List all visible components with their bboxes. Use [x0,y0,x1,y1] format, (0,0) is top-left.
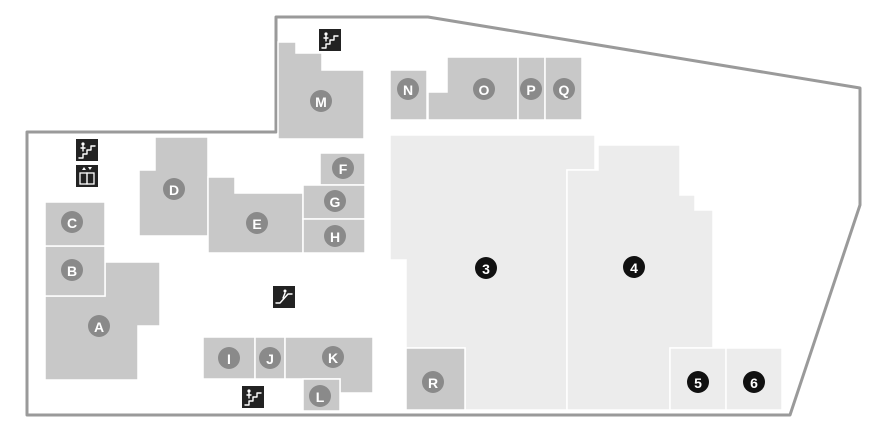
svg-text:5: 5 [694,375,702,391]
badge-B[interactable]: B [61,259,83,281]
svg-text:J: J [266,351,274,367]
svg-text:O: O [479,82,490,98]
svg-text:I: I [227,351,231,367]
badge-Q[interactable]: Q [553,78,575,100]
badge-R[interactable]: R [422,371,444,393]
svg-text:A: A [94,319,104,335]
badge-K[interactable]: K [322,346,344,368]
svg-text:6: 6 [750,375,758,391]
svg-text:P: P [526,82,535,98]
svg-text:D: D [169,182,179,198]
stairs-icon [242,386,264,408]
badge-M[interactable]: M [310,90,332,112]
svg-text:L: L [316,389,325,405]
badge-anchor-4[interactable]: 4 [623,256,645,278]
badge-C[interactable]: C [61,211,83,233]
badge-L[interactable]: L [309,385,331,407]
svg-text:R: R [428,375,438,391]
badge-P[interactable]: P [520,78,542,100]
stairs-icon [76,139,98,161]
svg-text:N: N [403,82,413,98]
badge-A[interactable]: A [88,315,110,337]
stairs-icon [319,29,341,51]
escalator-icon [273,286,295,308]
badge-D[interactable]: D [163,178,185,200]
badge-E[interactable]: E [246,212,268,234]
svg-text:K: K [328,350,338,366]
badge-O[interactable]: O [473,78,495,100]
svg-text:4: 4 [630,260,638,276]
svg-text:3: 3 [482,261,490,277]
svg-text:M: M [315,94,327,110]
svg-text:Q: Q [559,82,570,98]
badge-I[interactable]: I [218,347,240,369]
elevator-icon [76,165,98,187]
svg-text:E: E [252,216,261,232]
badge-anchor-3[interactable]: 3 [475,257,497,279]
svg-text:B: B [67,263,77,279]
badge-anchor-5[interactable]: 5 [687,371,709,393]
badge-anchor-6[interactable]: 6 [743,371,765,393]
badge-J[interactable]: J [259,347,281,369]
badge-F[interactable]: F [332,157,354,179]
badge-H[interactable]: H [324,225,346,247]
svg-text:G: G [330,194,341,210]
badge-N[interactable]: N [397,78,419,100]
svg-text:F: F [339,161,348,177]
badge-G[interactable]: G [324,190,346,212]
svg-text:H: H [330,229,340,245]
svg-text:C: C [67,215,77,231]
